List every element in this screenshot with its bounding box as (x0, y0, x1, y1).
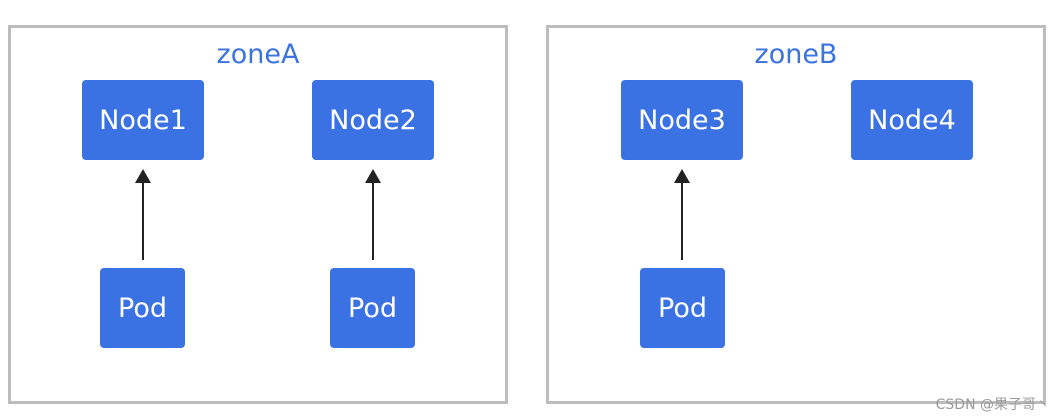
zone-b-container: zoneB Node3 Node4 Pod (546, 25, 1046, 404)
arrow-line-pod3-node3 (681, 182, 683, 260)
node2-box[interactable]: Node2 (312, 80, 434, 160)
arrow-head-pod3-node3 (674, 169, 690, 183)
arrow-head-pod2-node2 (365, 169, 381, 183)
pod-box-zone-a-1[interactable]: Pod (100, 268, 185, 348)
csdn-watermark: CSDN @果子哥丶 (935, 397, 1050, 413)
pod-box-zone-b-1[interactable]: Pod (640, 268, 725, 348)
pod-box-zone-a-2[interactable]: Pod (330, 268, 415, 348)
node1-box[interactable]: Node1 (82, 80, 204, 160)
arrow-head-pod1-node1 (135, 169, 151, 183)
zone-a-container: zoneA Node1 Node2 Pod Pod (8, 25, 508, 404)
arrow-line-pod1-node1 (142, 182, 144, 260)
zone-a-title: zoneA (216, 39, 300, 70)
node4-box[interactable]: Node4 (851, 80, 973, 160)
arrow-line-pod2-node2 (372, 182, 374, 260)
node3-box[interactable]: Node3 (621, 80, 743, 160)
zone-b-title: zoneB (754, 39, 838, 70)
